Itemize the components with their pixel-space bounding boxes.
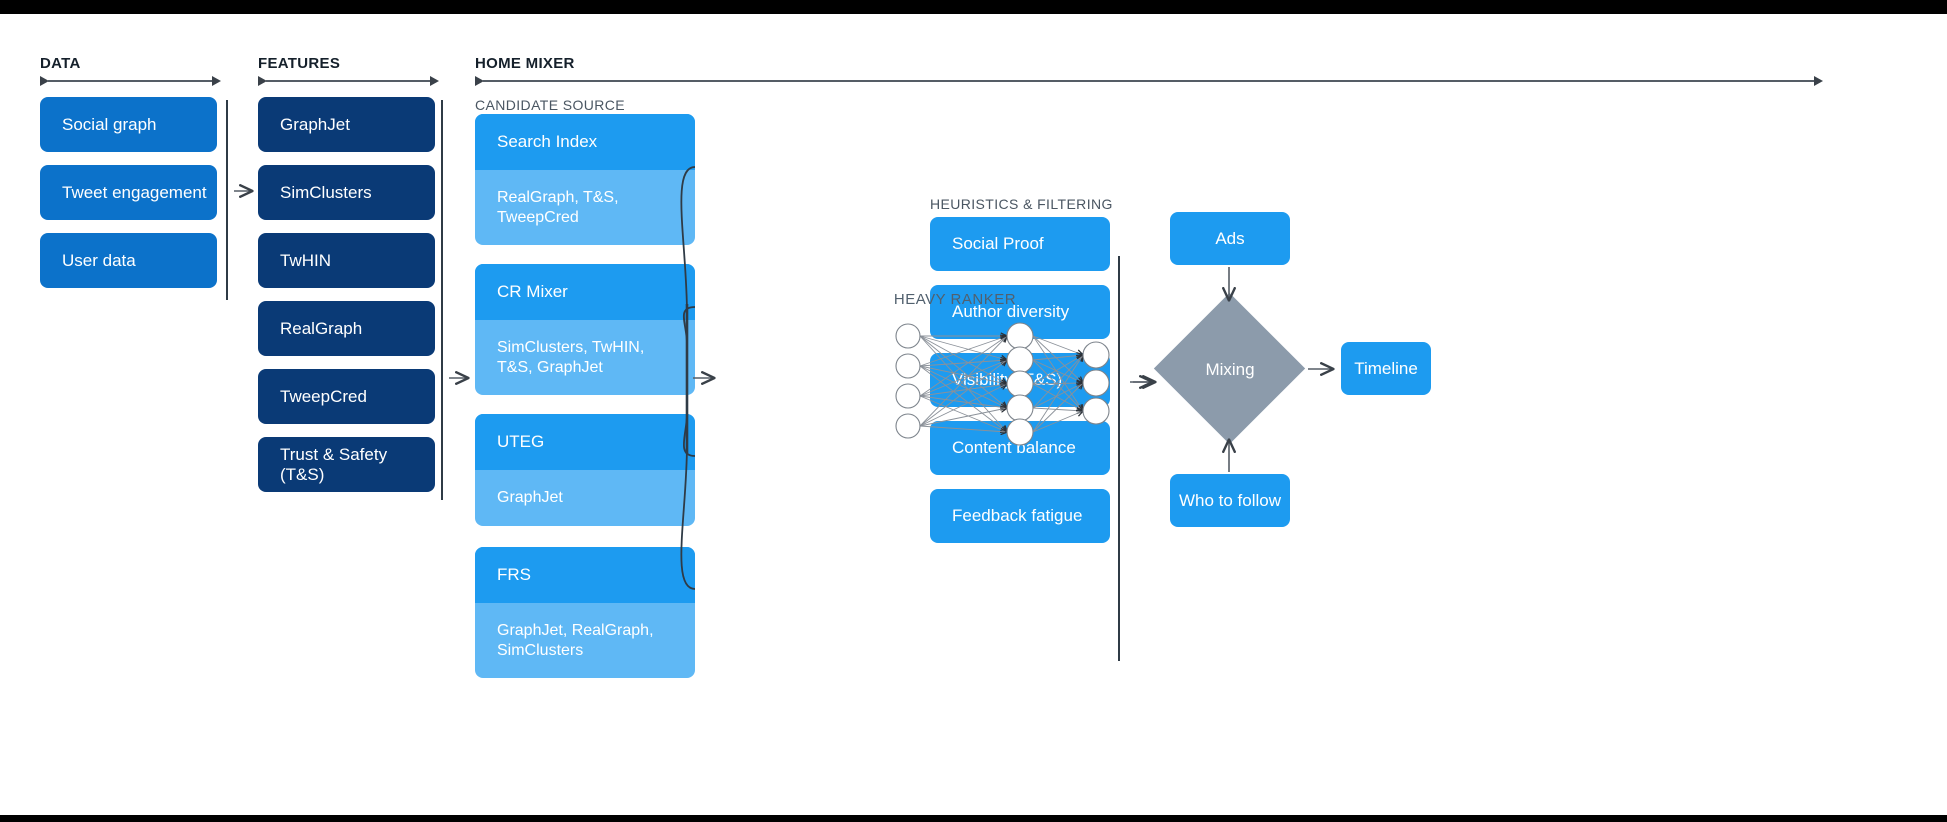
timeline-box[interactable]: Timeline — [1341, 342, 1431, 395]
axis-arrow-features — [258, 76, 439, 86]
section-title-features: FEATURES — [258, 55, 341, 72]
feature-box-3[interactable]: RealGraph — [258, 301, 435, 356]
candidate-source-features: GraphJet, RealGraph, SimClusters — [497, 622, 654, 660]
heuristic-box-label: Feedback fatigue — [952, 506, 1083, 525]
ads-label: Ads — [1215, 228, 1245, 248]
feature-box-4[interactable]: TweepCred — [258, 369, 435, 424]
feature-box-label: RealGraph — [280, 318, 363, 338]
feature-box-label: GraphJet — [280, 114, 350, 134]
feature-box-0[interactable]: GraphJet — [258, 97, 435, 152]
diagram-canvas: DATA FEATURES HOME MIXER CANDIDATE SOURC… — [0, 14, 1947, 815]
who-to-follow-box[interactable]: Who to follow — [1170, 474, 1290, 527]
candidate-source-features: GraphJet — [497, 489, 563, 506]
heuristic-box-label: Author diversity — [952, 302, 1070, 321]
who-to-follow-label: Who to follow — [1178, 490, 1282, 510]
divider-features-mixer — [441, 100, 443, 500]
timeline-label: Timeline — [1354, 358, 1418, 378]
candidate-source-card-0[interactable]: Search Index RealGraph, T&S, TweepCred — [475, 114, 695, 245]
feature-box-label: TweepCred — [280, 386, 367, 406]
candidate-source-features: RealGraph, T&S, TweepCred — [497, 189, 619, 227]
candidate-source-features: SimClusters, TwHIN, T&S, GraphJet — [497, 339, 645, 377]
heuristic-box-0[interactable]: Social Proof — [930, 217, 1110, 271]
heuristic-box-label: Visibility (T&S) — [952, 370, 1063, 389]
axis-arrow-data — [40, 76, 221, 86]
label-heuristics-filtering: HEURISTICS & FILTERING — [930, 196, 1113, 212]
candidate-source-card-1[interactable]: CR Mixer SimClusters, TwHIN, T&S, GraphJ… — [475, 264, 695, 395]
heuristic-box-label: Content balance — [952, 438, 1076, 457]
heuristic-box-label: Social Proof — [952, 234, 1044, 253]
label-candidate-source: CANDIDATE SOURCE — [475, 97, 626, 113]
heuristic-box-1[interactable]: Author diversity — [930, 285, 1110, 339]
heuristic-box-2[interactable]: Visibility (T&S) — [930, 353, 1110, 407]
section-title-data: DATA — [40, 55, 81, 72]
divider-data-features — [226, 100, 228, 300]
divider-heuristics-output — [1118, 256, 1120, 661]
data-box-1[interactable]: Tweet engagement — [40, 165, 217, 220]
data-box-label: User data — [62, 250, 136, 270]
candidate-source-title: UTEG — [475, 414, 695, 470]
data-box-2[interactable]: User data — [40, 233, 217, 288]
heuristic-box-4[interactable]: Feedback fatigue — [930, 489, 1110, 543]
candidate-source-card-3[interactable]: FRS GraphJet, RealGraph, SimClusters — [475, 547, 695, 678]
letterbox-bottom — [0, 815, 1947, 822]
axis-arrow-home-mixer — [475, 76, 1823, 86]
feature-box-label: TwHIN — [280, 250, 331, 270]
feature-box-2[interactable]: TwHIN — [258, 233, 435, 288]
feature-box-label: Trust & Safety (T&S) — [280, 444, 388, 484]
mixing-label: Mixing — [1205, 360, 1255, 379]
candidate-source-card-2[interactable]: UTEG GraphJet — [475, 414, 695, 526]
section-title-home-mixer: HOME MIXER — [475, 55, 575, 72]
candidate-source-title: CR Mixer — [475, 264, 695, 320]
feature-box-1[interactable]: SimClusters — [258, 165, 435, 220]
data-box-0[interactable]: Social graph — [40, 97, 217, 152]
data-box-label: Tweet engagement — [62, 182, 207, 202]
feature-box-5[interactable]: Trust & Safety (T&S) — [258, 437, 435, 492]
candidate-source-title: Search Index — [475, 114, 695, 170]
heuristic-box-3[interactable]: Content balance — [930, 421, 1110, 475]
candidate-source-title: FRS — [475, 547, 695, 603]
letterbox-top — [0, 0, 1947, 14]
feature-box-label: SimClusters — [280, 182, 372, 202]
data-box-label: Social graph — [62, 114, 157, 134]
ads-box[interactable]: Ads — [1170, 212, 1290, 265]
